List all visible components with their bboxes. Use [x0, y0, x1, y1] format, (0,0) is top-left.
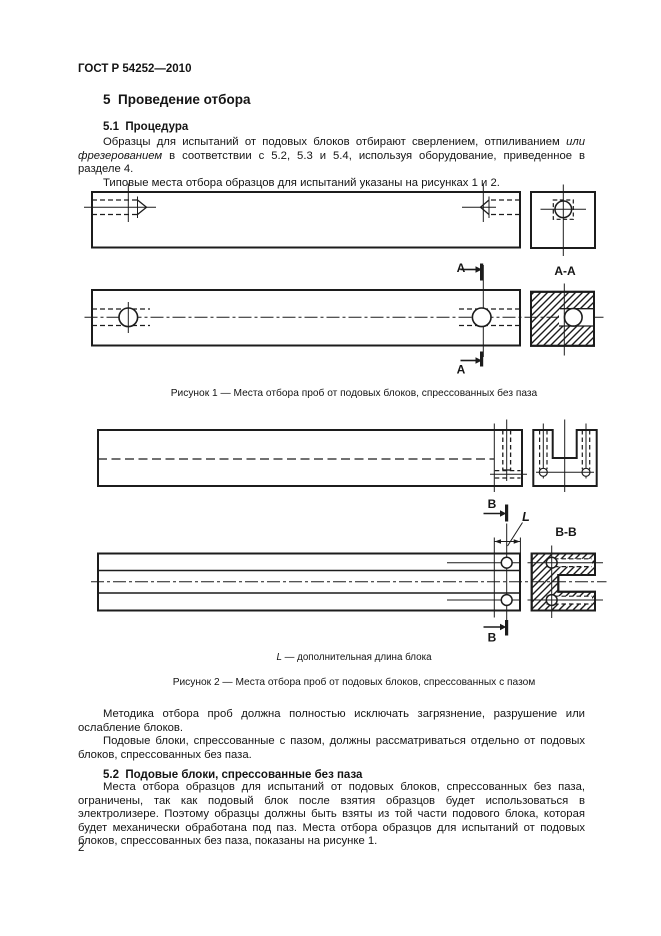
paragraph-4: Подовые блоки, спрессованные с пазом, до… — [78, 735, 585, 761]
fig1-section-label-bottom: А — [457, 363, 466, 377]
fig2-section-view-label: В-В — [555, 525, 577, 539]
intro-paragraphs: Образцы для испытаний от подовых блоков … — [78, 136, 585, 190]
fig1-section-view-label: А-А — [554, 264, 576, 278]
fig2-section-label-bottom: В — [488, 631, 497, 645]
section-5-2-title: 5.2 Подовые блоки, спрессованные без паз… — [103, 769, 363, 781]
section-5-title: 5 Проведение отбора — [103, 92, 251, 107]
paragraph-3: Методика отбора проб должна полностью ис… — [78, 708, 585, 734]
fig2-dim-label: L — [522, 510, 530, 524]
paragraph-1-start: Образцы для испытаний от подовых блоков … — [103, 136, 567, 148]
paragraph-1: Образцы для испытаний от подовых блоков … — [78, 136, 585, 177]
figure2-drawing: В L В В-В — [91, 419, 607, 645]
section-5-2-paragraphs: Места отбора образцов для испытаний от п… — [78, 781, 585, 849]
figure2-note-text: — дополнительная длина блока — [284, 652, 432, 663]
figure1-drawing: А А А-А — [84, 183, 604, 377]
section-5-1-title: 5.1 Процедура — [103, 121, 189, 133]
doc-code: ГОСТ Р 54252—2010 — [78, 63, 192, 75]
paragraph-2: Типовые места отбора образцов для испыта… — [103, 176, 500, 189]
figure2-caption: Рисунок 2 — Места отбора проб от подовых… — [172, 677, 536, 688]
paragraph-1-end: в соответствии с 5.2, 5.3 и 5.4, использ… — [78, 149, 585, 176]
paragraph-1-italic: или фрезерова­нием — [78, 136, 585, 162]
fig1-section-label-top: А — [457, 261, 466, 275]
figure1-caption: Рисунок 1 — Места отбора проб от подовых… — [170, 388, 538, 399]
figure2-note-symbol: L — [276, 652, 282, 663]
page-number: 2 — [78, 842, 85, 854]
middle-paragraphs: Методика отбора проб должна полностью ис… — [78, 708, 585, 762]
paragraph-5: Места отбора образцов для испытаний от п… — [78, 781, 585, 847]
figure2-note: L — дополнительная длина блока — [48, 652, 660, 663]
fig2-section-label-top: В — [488, 497, 497, 511]
